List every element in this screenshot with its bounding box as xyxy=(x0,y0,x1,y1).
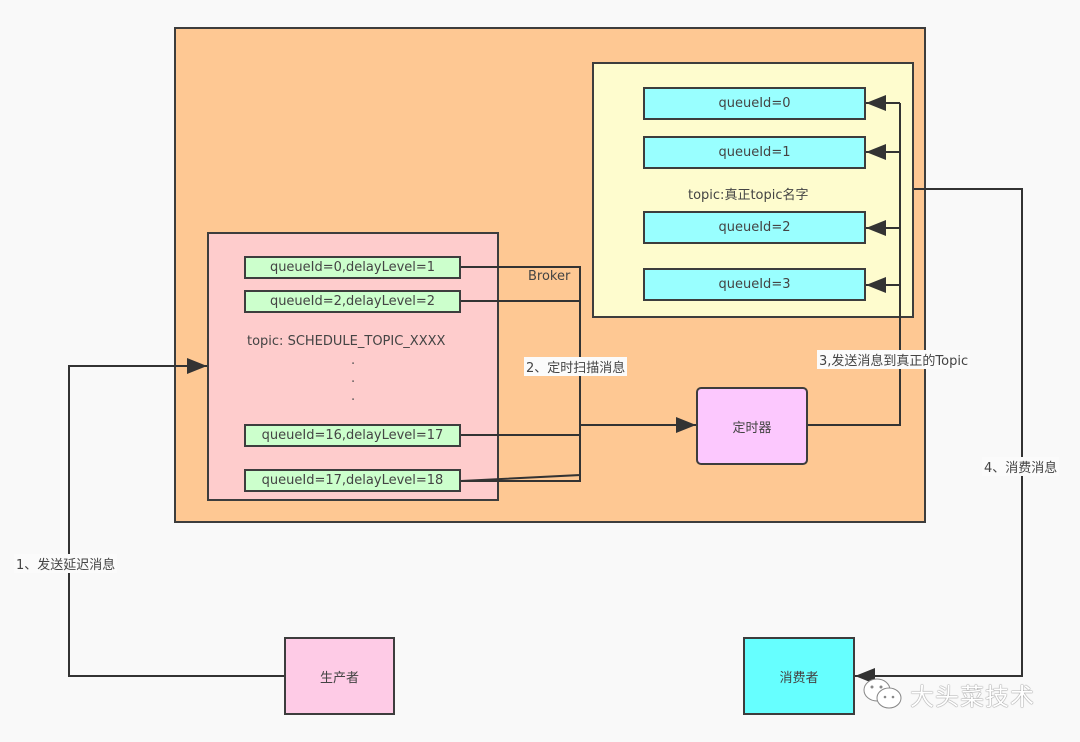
edge-timer-to-real xyxy=(808,103,901,426)
ellipsis-dot: . xyxy=(351,353,356,368)
ellipsis-dot: . xyxy=(351,389,356,404)
ellipsis-dot: . xyxy=(351,371,356,386)
schedule-queue-17[interactable]: queueId=17,delayLevel=18 xyxy=(244,469,461,492)
schedule-queue-0[interactable]: queueId=0,delayLevel=1 xyxy=(244,256,461,279)
producer-node[interactable]: 生产者 xyxy=(284,637,395,715)
edge-queue17-scan xyxy=(461,267,581,482)
timer-node[interactable]: 定时器 xyxy=(696,387,808,465)
real-queue-2[interactable]: queueId=2 xyxy=(643,211,866,244)
watermark: 大头菜技术 xyxy=(862,676,1035,712)
broker-label: Broker xyxy=(528,269,571,284)
real-queue-0[interactable]: queueId=0 xyxy=(643,87,866,120)
schedule-queue-16[interactable]: queueId=16,delayLevel=17 xyxy=(244,424,461,447)
edge-label-step3: 3,发送消息到真正的Topic xyxy=(817,350,971,369)
real-queue-3[interactable]: queueId=3 xyxy=(643,268,866,301)
real-queue-1[interactable]: queueId=1 xyxy=(643,136,866,169)
edge-real-to-consumer xyxy=(855,188,1023,684)
real-topic-label: topic:真正topic名字 xyxy=(688,188,809,203)
edge-label-step1: 1、发送延迟消息 xyxy=(14,554,118,573)
consumer-node[interactable]: 消费者 xyxy=(743,637,855,715)
watermark-text: 大头菜技术 xyxy=(910,682,1035,711)
schedule-topic-label: topic: SCHEDULE_TOPIC_XXXX xyxy=(247,334,446,349)
edge-producer-to-schedule xyxy=(68,358,284,677)
edge-label-step4: 4、消费消息 xyxy=(982,457,1060,476)
wechat-icon xyxy=(863,678,902,709)
schedule-queue-2[interactable]: queueId=2,delayLevel=2 xyxy=(244,290,461,313)
edge-label-step2: 2、定时扫描消息 xyxy=(524,357,628,376)
